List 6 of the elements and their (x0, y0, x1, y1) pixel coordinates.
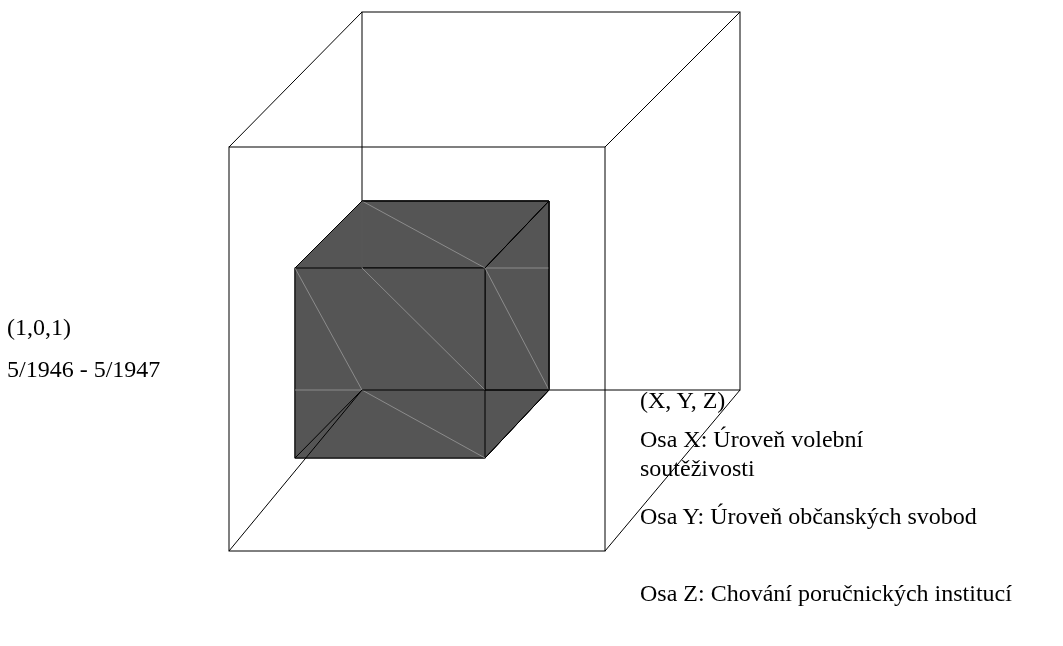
axis-description: Osa X: Úroveň volební soutěživosti (640, 425, 865, 483)
axis-description: Osa Z: Chování poručnických institucí (640, 579, 1012, 608)
axis-key-heading: (X, Y, Z) (640, 386, 726, 415)
point-label: (1,0,1) (7, 313, 71, 342)
axis-description: Osa Y: Úroveň občanských svobod (640, 502, 977, 531)
point-label: 5/1946 - 5/1947 (7, 355, 161, 384)
